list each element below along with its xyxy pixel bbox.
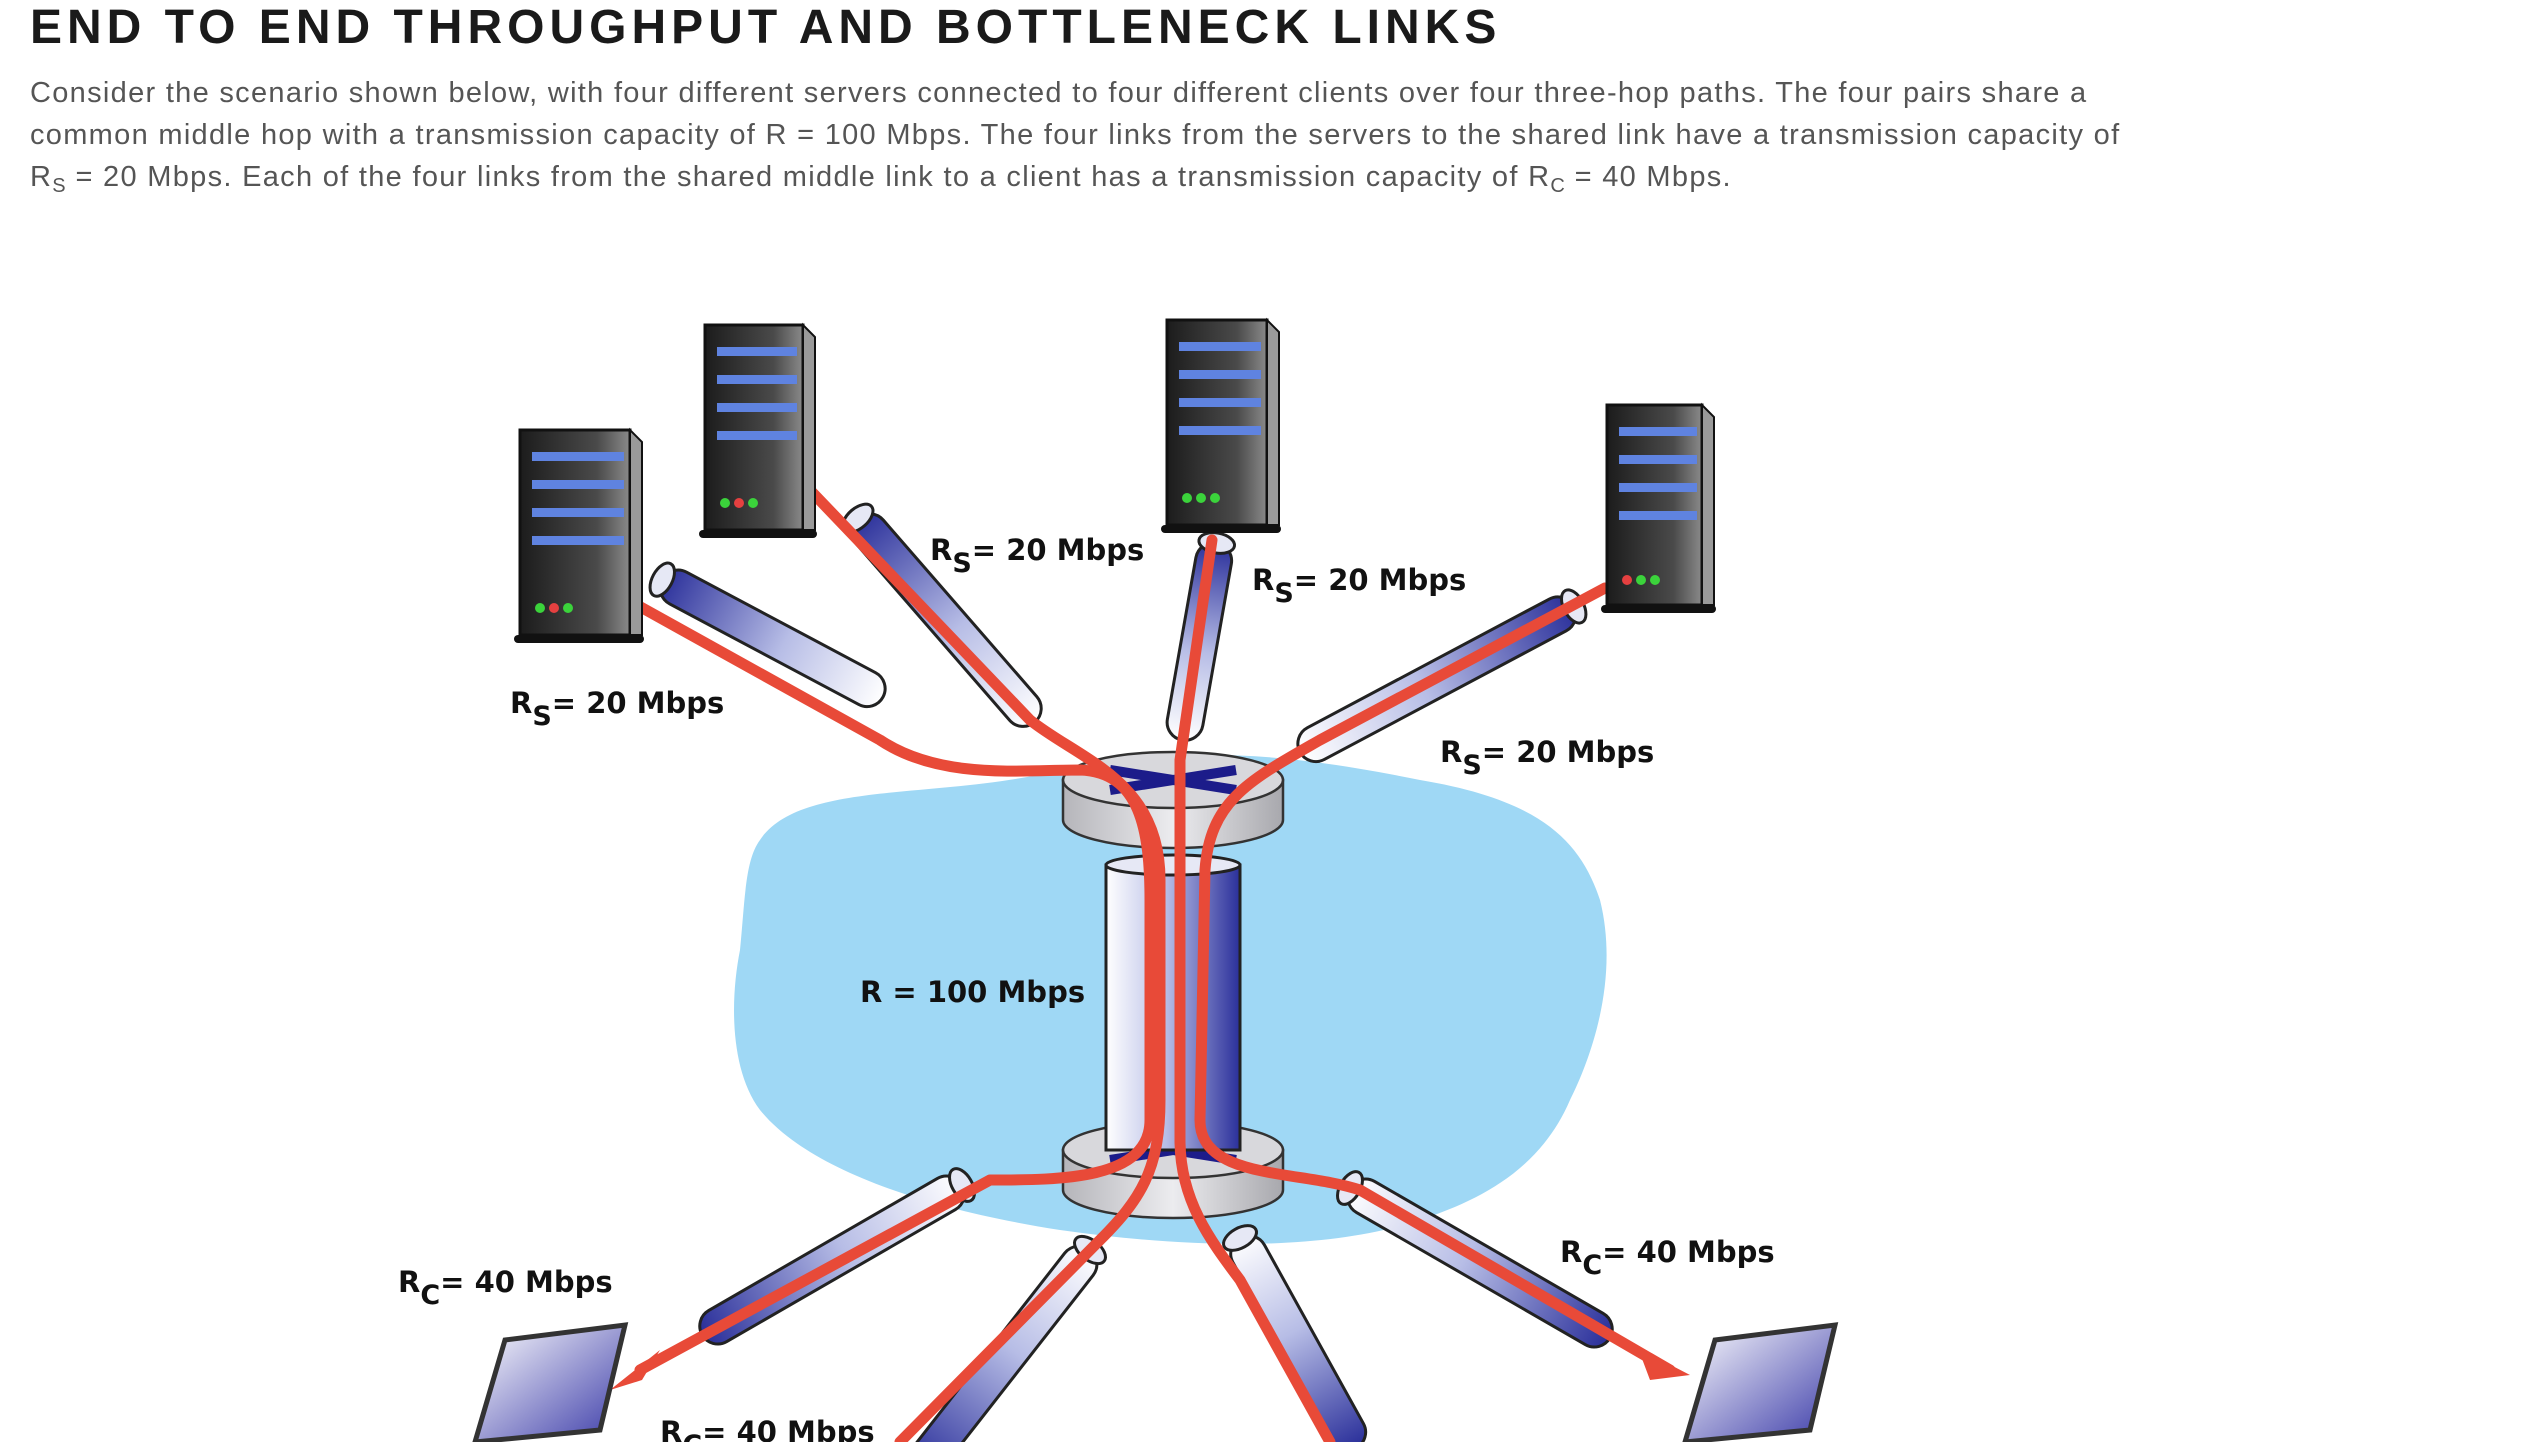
- shared-link-tube: [1104, 853, 1242, 1152]
- intro-line-3-a: R: [30, 161, 53, 193]
- intro-line-3-b: = 20 Mbps. Each of the four links from t…: [66, 161, 1551, 193]
- flow-path-2: [804, 484, 1166, 1442]
- client-laptop-1: [472, 1322, 629, 1442]
- arrowhead-right: [1638, 1348, 1690, 1380]
- arrowhead-left: [610, 1350, 660, 1390]
- server-link-label-4: RS= 20 Mbps: [1440, 735, 1654, 781]
- flow-arrowheads: [610, 1348, 1690, 1390]
- server-1: [514, 427, 644, 643]
- scenario-description: Consider the scenario shown below, with …: [30, 72, 2230, 207]
- client-link-label-2: RC= 40 Mbps: [660, 1415, 875, 1442]
- shared-link-label: R = 100 Mbps: [860, 975, 1085, 1009]
- intro-sub-s: S: [52, 175, 67, 197]
- server-2: [699, 322, 817, 538]
- intro-line-3-c: = 40 Mbps.: [1565, 161, 1732, 193]
- server-link-label-1: RS= 20 Mbps: [510, 686, 724, 732]
- flow-path-3: [1174, 534, 1336, 1442]
- server-4: [1601, 402, 1716, 613]
- client-link-3-tube: [1222, 1224, 1368, 1442]
- page-title: END TO END THROUGHPUT AND BOTTLENECK LIN…: [30, 1, 1502, 54]
- server-link-1-tube: [648, 561, 887, 709]
- client-laptop-2: [1682, 1322, 1839, 1442]
- flow-path-4: [1194, 582, 1676, 1376]
- flow-paths: [622, 484, 1676, 1442]
- intro-sub-c: C: [1550, 175, 1566, 197]
- intro-line-1: Consider the scenario shown below, with …: [30, 77, 2088, 109]
- server-link-label-3: RS= 20 Mbps: [1252, 563, 1466, 609]
- intro-line-2: common middle hop with a transmission ca…: [30, 119, 2121, 151]
- client-link-label-1: RC= 40 Mbps: [398, 1265, 613, 1311]
- client-link-label-3: RC= 40 Mbps: [1560, 1235, 1775, 1281]
- server-link-label-2: RS= 20 Mbps: [930, 533, 1144, 579]
- server-3: [1161, 317, 1281, 533]
